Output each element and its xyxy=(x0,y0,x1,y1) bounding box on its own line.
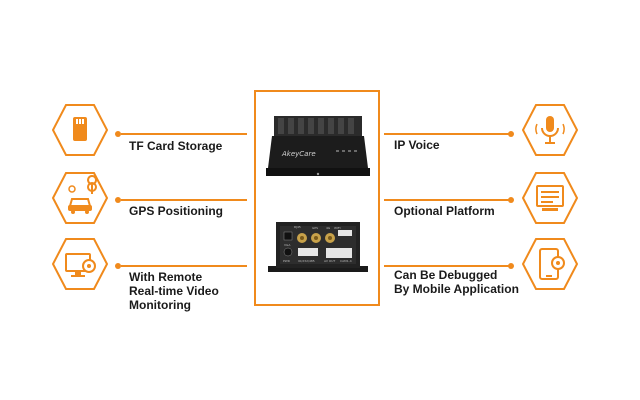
device-brand: AkeyCare xyxy=(281,150,316,158)
svg-text:PWR: PWR xyxy=(283,259,290,263)
feature-label-remote-video: With Remote Real-time Video Monitoring xyxy=(129,270,219,312)
svg-text:VGA: VGA xyxy=(284,243,291,247)
feature-label-ip-voice: IP Voice xyxy=(394,138,440,152)
device-frame xyxy=(254,90,380,306)
platform-screen-icon xyxy=(522,172,578,224)
feature-label-tf-card: TF Card Storage xyxy=(129,139,223,153)
dvr-device-rear: RJ45 GPS 4G WIFI VGA PWR IO/232/485 AV O… xyxy=(268,222,368,272)
svg-text:GPS: GPS xyxy=(312,226,318,230)
mobile-settings-icon xyxy=(522,238,578,290)
feature-label-gps: GPS Positioning xyxy=(129,204,224,218)
microphone-icon xyxy=(522,104,578,156)
svg-text:CAM1-4: CAM1-4 xyxy=(340,259,352,263)
svg-text:AV OUT: AV OUT xyxy=(324,259,335,263)
svg-text:WIFI: WIFI xyxy=(334,226,341,230)
svg-text:RJ45: RJ45 xyxy=(294,225,301,229)
feature-label-mobile-debug: Can Be Debugged By Mobile Application xyxy=(394,268,519,296)
dvr-device-front: AkeyCare xyxy=(266,116,370,176)
monitor-camera-icon xyxy=(52,238,108,290)
feature-label-platform: Optional Platform xyxy=(394,204,495,218)
svg-text:4G: 4G xyxy=(326,226,331,230)
sd-card-icon xyxy=(52,104,108,156)
svg-text:IO/232/485: IO/232/485 xyxy=(298,259,315,263)
car-gps-icon xyxy=(52,172,108,224)
